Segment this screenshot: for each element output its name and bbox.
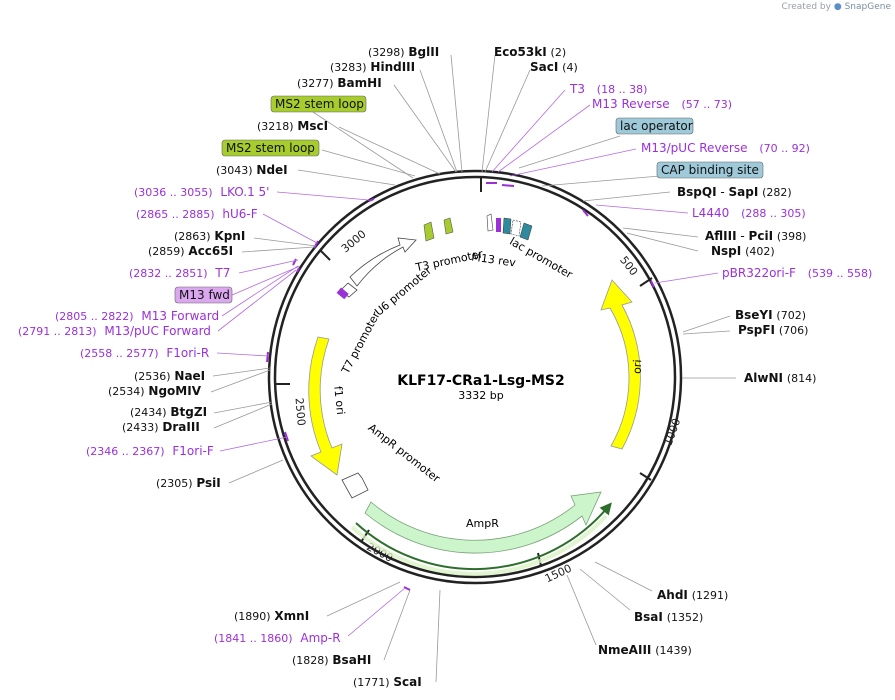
primer-f1ori-f[interactable]: (2346 .. 2367) F1ori-F [86, 444, 214, 458]
primer-m13-reverse[interactable]: M13 Reverse (57 .. 73) [592, 97, 732, 111]
f1-ori-label: f1 ori [331, 385, 347, 415]
enzyme-bamhi[interactable]: (3277) BamHI [297, 76, 382, 90]
ampr-highlight-arc [350, 514, 608, 576]
enzyme-bglii[interactable]: (3298) BglII [368, 45, 439, 59]
tick-3000: 3000 [339, 227, 369, 255]
enzyme-msci[interactable]: (3218) MscI [257, 119, 328, 133]
t7-promoter-label: T7 promoter [339, 309, 383, 377]
m13-rev-label: M13 rev [471, 250, 517, 269]
primer-m13-forward[interactable]: (2805 .. 2822) M13 Forward [55, 309, 219, 323]
plasmid-name: KLF17-CRa1-Lsg-MS2 [397, 373, 565, 389]
enzyme-bsahi[interactable]: (1828) BsaHI [292, 653, 371, 667]
lac-promoter-feature[interactable] [510, 219, 522, 237]
primer-pbr322ori-f[interactable]: pBR322ori-F (539 .. 558) [722, 266, 872, 280]
ms2-loop-feature-1[interactable] [423, 221, 435, 242]
primer-leader-lines [216, 89, 719, 637]
tick-2500: 2500 [292, 397, 307, 426]
backbone-outer [267, 169, 683, 585]
enzyme-ngomiv[interactable]: (2534) NgoMIV [108, 384, 202, 398]
enzyme-bsai[interactable]: BsaI (1352) [634, 610, 703, 624]
primer-arcs [266, 182, 655, 591]
snapgene-credit: Created by ● SnapGene [781, 2, 891, 12]
enzyme-xmni[interactable]: (1890) XmnI [234, 609, 309, 623]
enzyme-nspi[interactable]: NspI (402) [711, 244, 775, 258]
enzyme-naei[interactable]: (2536) NaeI [134, 369, 205, 383]
credit-brand: SnapGene [844, 2, 891, 12]
ms2-loop-feature-2[interactable] [443, 217, 454, 235]
snapgene-logo-icon: ● [833, 2, 842, 12]
ampr-promoter-feature[interactable] [341, 472, 369, 499]
ms2-stem-loop-box-2[interactable] [221, 139, 320, 157]
ori-feature[interactable] [600, 279, 641, 450]
enzyme-kpni[interactable]: (2863) KpnI [174, 229, 245, 243]
ampr-promoter-label: AmpR promoter [366, 421, 443, 485]
enzyme-acc65i[interactable]: (2859) Acc65I [148, 244, 233, 258]
ampr-outline-arc [355, 502, 612, 571]
enzyme-scai[interactable]: (1771) ScaI [353, 675, 422, 689]
lac-operator-box[interactable] [615, 117, 694, 135]
tick-1000: 1000 [662, 417, 684, 448]
ampr-label: AmpR [466, 517, 499, 530]
enzyme-nmeaiii[interactable]: NmeAIII (1439) [598, 643, 692, 657]
enzyme-psii[interactable]: (2305) PsiI [156, 476, 221, 490]
ms2-stem-loop-label-2: MS2 stem loop [226, 141, 315, 155]
primer-l4440[interactable]: L4440 (288 .. 305) [692, 206, 806, 220]
u6-promoter-feature[interactable] [349, 237, 417, 287]
ampr-feature[interactable] [364, 491, 602, 554]
ori-label: ori [631, 359, 645, 374]
lac-promoter-label: lac promoter [507, 235, 575, 282]
enzyme-alwni[interactable]: AlwNI (814) [744, 371, 816, 385]
enzyme-draiii[interactable]: (2433) DraIII [122, 420, 200, 434]
enzyme-leader-lines [210, 54, 736, 683]
t3-primer-feature[interactable] [496, 218, 501, 232]
enzyme-afliii-pcii[interactable]: AflIII - PciI (398) [705, 229, 806, 243]
enzyme-btgzi[interactable]: (2434) BtgZI [130, 405, 207, 419]
tick-marks [275, 177, 653, 567]
m13-rev-feature[interactable] [486, 213, 494, 232]
cap-binding-site-box[interactable] [656, 161, 764, 179]
enzyme-bseyi[interactable]: BseYI (702) [735, 308, 806, 322]
plasmid-length: 3332 bp [458, 389, 503, 402]
m13-fwd-feature[interactable] [336, 287, 349, 300]
cap-binding-site-label: CAP binding site [661, 163, 759, 177]
backbone-inner [273, 175, 677, 579]
enzyme-pspfi[interactable]: PspFI (706) [738, 323, 808, 337]
enzyme-ndei[interactable]: (3043) NdeI [216, 163, 288, 177]
credit-prefix: Created by [781, 2, 831, 12]
enzyme-bspqi-sapi[interactable]: BspQI - SapI (282) [677, 185, 792, 199]
lac-operator-label: lac operator [620, 119, 693, 133]
m13-fwd-label: M13 fwd [179, 288, 230, 302]
enzyme-hindiii[interactable]: (3283) HindIII [330, 60, 415, 74]
m13-fwd-box[interactable] [174, 286, 233, 304]
enzyme-saci[interactable]: SacI (4) [530, 60, 578, 74]
primer-m13-puc-reverse[interactable]: M13/pUC Reverse (70 .. 92) [641, 141, 810, 155]
primer-m13-puc-forward[interactable]: (2791 .. 2813) M13/pUC Forward [18, 324, 211, 338]
f1-ori-feature[interactable] [308, 336, 343, 476]
primer-t3[interactable]: T3 (18 .. 38) [569, 82, 647, 96]
enzyme-eco53ki[interactable]: Eco53kI (2) [494, 45, 566, 59]
ms2-stem-loop-label-1: MS2 stem loop [275, 97, 364, 111]
tick-500: 500 [617, 254, 640, 279]
primer-t7[interactable]: (2832 .. 2851) T7 [129, 266, 230, 280]
enzyme-ahdi[interactable]: AhdI (1291) [657, 588, 728, 602]
primer-lko1-5[interactable]: (3036 .. 3055) LKO.1 5' [134, 185, 269, 199]
primer-hu6-f[interactable]: (2865 .. 2885) hU6-F [136, 207, 258, 221]
lac-operator-feature[interactable] [502, 217, 512, 235]
primer-amp-r[interactable]: (1841 .. 1860) Amp-R [214, 631, 341, 645]
ms2-stem-loop-box-1[interactable] [270, 95, 367, 113]
primer-f1ori-r[interactable]: (2558 .. 2577) F1ori-R [80, 346, 209, 360]
cap-site-feature[interactable] [519, 222, 533, 241]
